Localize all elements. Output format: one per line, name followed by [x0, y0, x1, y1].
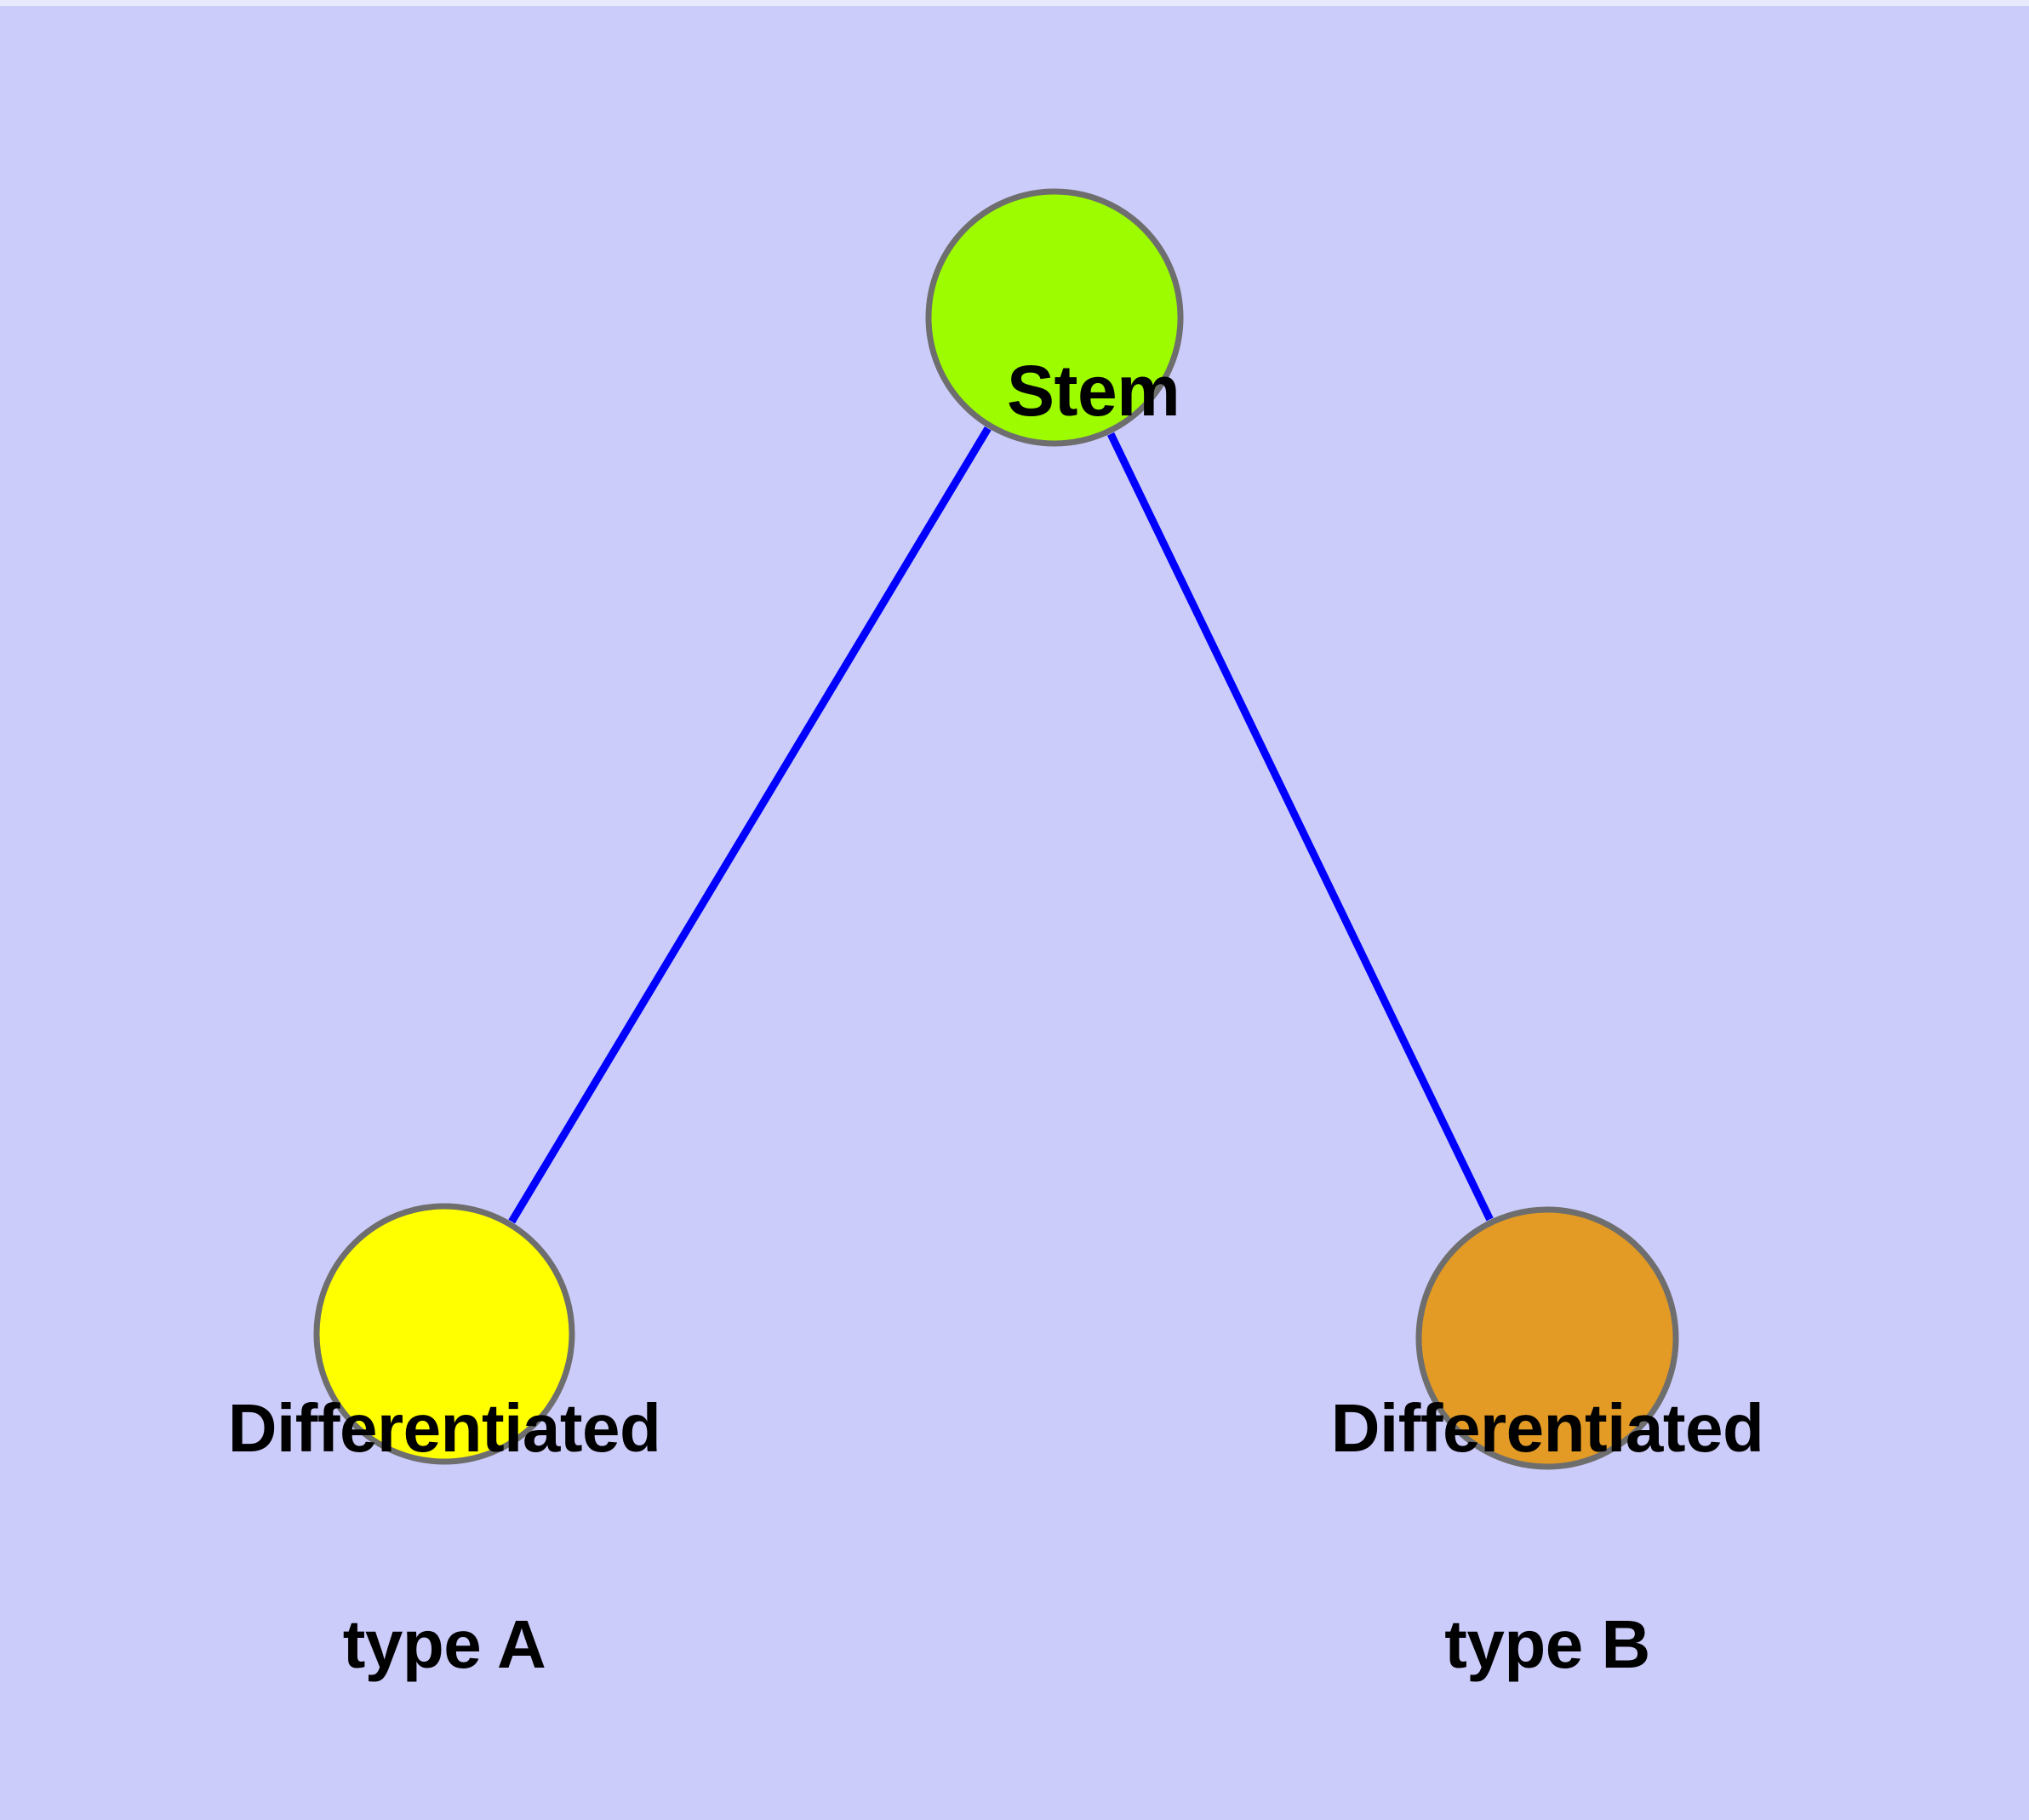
- edge-stem-to-diff-a: [441, 315, 1058, 1336]
- node-layer: [313, 188, 1679, 1470]
- edge-layer: [441, 315, 1552, 1340]
- node-differentiated-type-b[interactable]: [1415, 1206, 1679, 1470]
- node-differentiated-type-a[interactable]: [313, 1203, 575, 1465]
- canvas-top-edge-strip: [0, 0, 2029, 6]
- edge-stem-to-diff-b: [1050, 316, 1552, 1340]
- node-stem[interactable]: [925, 188, 1184, 447]
